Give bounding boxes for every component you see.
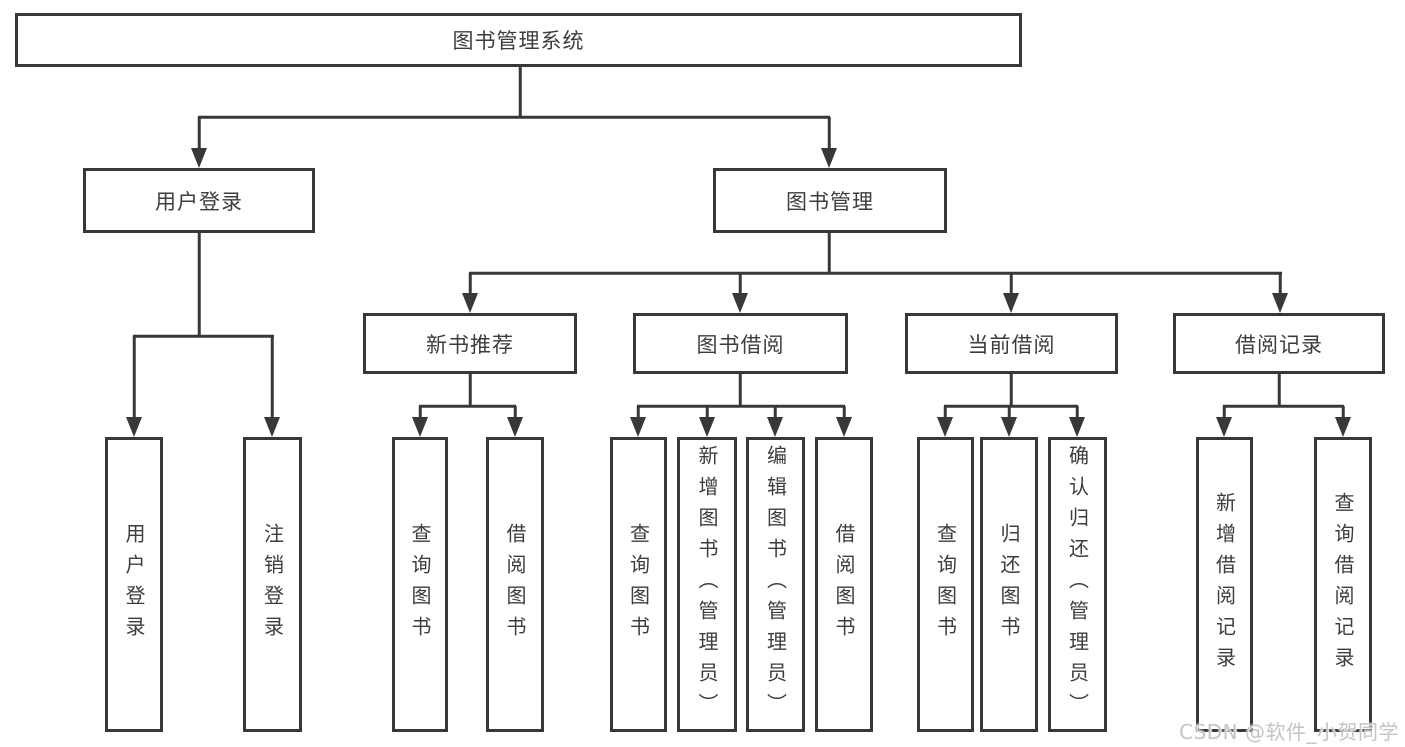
leaf-query-books-current: 查询图书 (917, 437, 974, 732)
leaf-arrow-line (705, 406, 709, 419)
leaf-arrow-line (636, 406, 640, 419)
arrow-down-icon (1272, 293, 1288, 313)
level3-branch-line (469, 271, 1282, 275)
leaf-arrow-line (1222, 406, 1226, 419)
leaf-query-borrow-record: 查询借阅记录 (1314, 437, 1372, 732)
arrow-down-icon (1069, 417, 1085, 437)
arrow-down-icon (412, 417, 428, 437)
node-borrow-records: 借阅记录 (1173, 313, 1385, 374)
arrow-down-icon (1003, 293, 1019, 313)
leaf-arrow-line (418, 406, 422, 419)
leaf-confirm-return-admin: 确认归还（管理员） (1048, 437, 1107, 732)
node-root: 图书管理系统 (15, 13, 1022, 67)
leaf-arrow-line (1075, 406, 1079, 419)
leaf-arrow-line (943, 406, 947, 419)
current-borrow-stub-line (1009, 374, 1013, 407)
borrow-records-stub-line (1277, 374, 1281, 407)
node-current-borrow: 当前借阅 (905, 313, 1118, 374)
leaf-arrow-line (773, 406, 777, 419)
leaf-arrow-line (1341, 406, 1345, 419)
leaf-user-login: 用户登录 (105, 437, 163, 732)
leaf-add-books-admin: 新增图书（管理员） (677, 437, 737, 732)
node-book-management: 图书管理 (713, 168, 947, 233)
leaf-query-books-recommend: 查询图书 (392, 437, 448, 732)
book-mgmt-stub-line (827, 233, 831, 274)
leaf-add-borrow-record: 新增借阅记录 (1196, 437, 1253, 732)
level3-arrow-line (738, 273, 742, 295)
arrow-down-icon (507, 417, 523, 437)
new-book-branch-line (419, 404, 516, 408)
arrow-down-icon (630, 417, 646, 437)
current-borrow-branch-line (944, 404, 1078, 408)
arrow-down-icon (462, 293, 478, 313)
level1-branch-line (198, 115, 830, 119)
leaf-borrow-books-recommend: 借阅图书 (486, 437, 544, 732)
arrow-down-icon (767, 417, 783, 437)
level3-arrow-line (1009, 273, 1013, 295)
node-book-borrow: 图书借阅 (633, 313, 848, 374)
node-new-book-recommend: 新书推荐 (363, 313, 577, 374)
arrow-down-icon (821, 148, 837, 168)
leaf-arrow-line (132, 336, 136, 419)
leaf-arrow-line (270, 336, 274, 419)
csdn-watermark: CSDN @软件_小贺同学 (1179, 720, 1399, 744)
arrow-down-icon (1001, 417, 1017, 437)
arrow-down-icon (836, 417, 852, 437)
arrow-down-icon (264, 417, 280, 437)
leaf-arrow-line (1007, 406, 1011, 419)
arrow-down-icon (126, 417, 142, 437)
book-mgmt-arrow-line (827, 117, 831, 150)
leaf-arrow-line (842, 406, 846, 419)
arrow-down-icon (1335, 417, 1351, 437)
user-login-branch-line (133, 334, 274, 338)
leaf-query-books-borrow: 查询图书 (610, 437, 667, 732)
leaf-borrow-books: 借阅图书 (815, 437, 873, 732)
book-borrow-branch-line (637, 404, 845, 408)
leaf-edit-books-admin: 编辑图书（管理员） (746, 437, 805, 732)
arrow-down-icon (937, 417, 953, 437)
arrow-down-icon (1216, 417, 1232, 437)
leaf-logout: 注销登录 (243, 437, 302, 732)
arrow-down-icon (732, 293, 748, 313)
node-user-login: 用户登录 (83, 168, 315, 233)
root-stub-line (518, 67, 522, 118)
leaf-arrow-line (513, 406, 517, 419)
level3-arrow-line (1278, 273, 1282, 295)
borrow-records-branch-line (1223, 404, 1344, 408)
leaf-return-books: 归还图书 (980, 437, 1038, 732)
arrow-down-icon (699, 417, 715, 437)
user-login-arrow-line (197, 117, 201, 150)
level3-arrow-line (468, 273, 472, 295)
user-login-stub-line (197, 233, 201, 337)
arrow-down-icon (191, 148, 207, 168)
new-book-stub-line (468, 374, 472, 407)
book-borrow-stub-line (738, 374, 742, 407)
